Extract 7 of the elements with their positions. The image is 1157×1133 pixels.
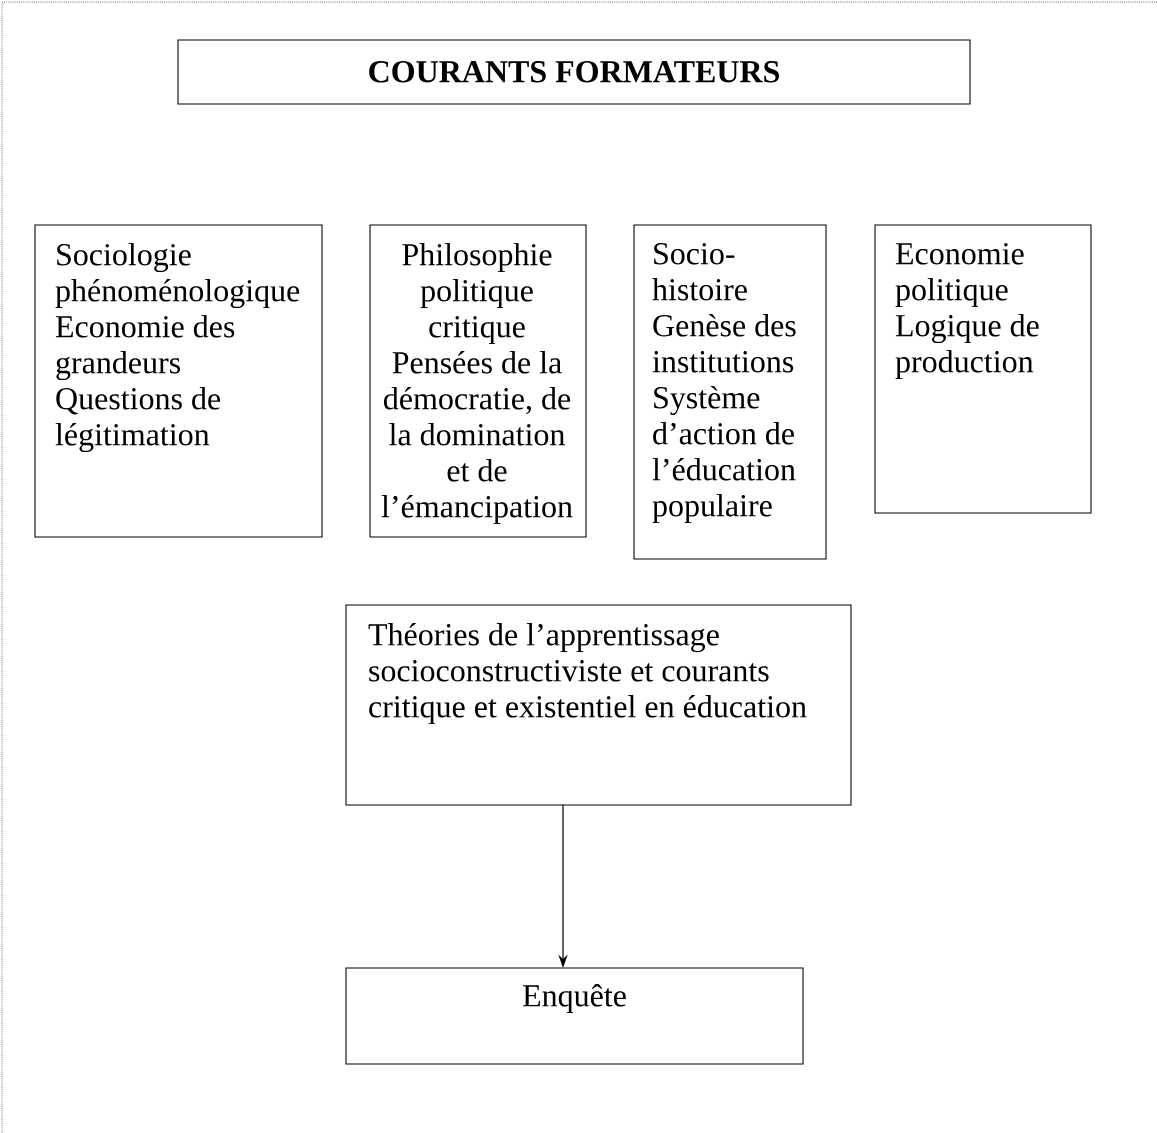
text-box: Philosophie politique critique Pensées de la démocratie, de la domination et de l’émancipation (369, 224, 587, 538)
text-box: Sociologie phénoménologique Economie des grandeurs Questions de légitimation (34, 224, 323, 538)
text-box: Théories de l’apprentissage socioconstructiviste et courants critique et existentiel en éducation (345, 604, 852, 806)
text-box: COURANTS FORMATEURS (177, 39, 971, 105)
text-box: Socio-histoire Genèse des institutions Système d’action de l’éducation populaire (633, 224, 827, 560)
text-box: Economie politique Logique de production (874, 224, 1092, 514)
text-box: Enquête (345, 967, 804, 1065)
